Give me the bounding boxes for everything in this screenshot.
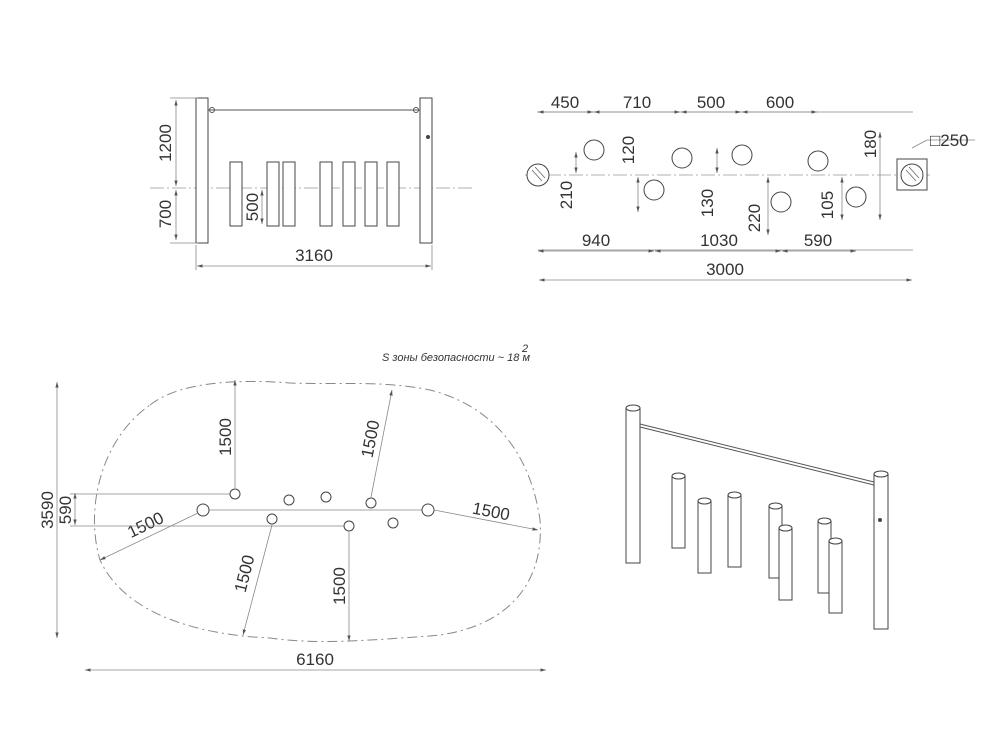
step-posts [229,161,400,227]
dim-bottom-1: 940 [582,231,610,250]
dim-top-2: 710 [623,93,651,112]
step-post-zone [320,491,332,503]
step-post-zone [283,494,295,506]
step-post-zone [365,497,377,509]
safety-zone-area: S зоны безопасности ~ 18 м [382,352,530,364]
step-post [364,161,378,227]
iso-rope [639,423,879,484]
step-post-plan [770,191,792,213]
front-view: 1200 700 500 3160 [150,97,475,270]
radius-4: 1500 [471,499,512,525]
dim-offset-120: 120 [619,136,638,164]
post-large-right [900,163,924,187]
dim-offset-180: 180 [861,130,880,158]
post-size-label: □250 [930,131,969,150]
dim-top-1: 450 [551,93,579,112]
plan-posts [526,139,928,213]
rope-anchor-right [413,107,419,113]
step-post [266,161,280,227]
dim-step-height: 500 [243,193,262,221]
dim-bottom-3: 590 [804,231,832,250]
radius-6: 1500 [330,567,349,605]
radius-5: 1500 [231,553,259,594]
step-post-zone [343,520,355,532]
radius-1: 1500 [216,418,235,456]
step-post [386,161,400,227]
zone-height: 3590 [38,491,57,529]
bolt-icon [426,135,430,139]
step-post [319,161,333,227]
step-post-zone [229,488,241,500]
dim-height-lower: 700 [156,200,175,228]
safety-zone-outline [94,380,541,642]
step-post-plan [643,179,665,201]
dim-offset-220: 220 [745,204,764,232]
step-post-plan [731,144,753,166]
bolt-icon [878,518,882,522]
step-post-plan [845,186,867,208]
isometric-view [625,404,889,630]
zone-posts [196,488,435,532]
dim-bottom-2: 1030 [700,231,738,250]
right-post [419,97,433,244]
step-post-plan [583,139,605,161]
dim-top-4: 600 [766,93,794,112]
post-large-left [526,163,550,187]
iso-step-posts [671,472,843,614]
step-post-zone [266,513,278,525]
zone-inner-height: 590 [56,496,75,524]
dim-total-width: 3160 [295,246,333,265]
rope-anchor-left [209,107,215,113]
dim-offset-130: 130 [698,189,717,217]
step-post [342,161,356,227]
iso-left-post [625,404,641,564]
step-post [229,161,243,227]
step-post-plan [671,147,693,169]
end-post [421,503,435,517]
step-post [282,161,296,227]
step-post-zone [387,517,399,529]
dim-offset-210: 210 [557,181,576,209]
dim-height-upper: 1200 [156,124,175,162]
iso-right-post [873,470,889,630]
dim-top-3: 500 [697,93,725,112]
zone-width: 6160 [296,650,334,669]
left-post [195,97,209,244]
plan-view: 450 710 500 600 210 120 130 220 105 [525,93,975,282]
iso-rope-lower [639,426,879,487]
step-post-plan [807,150,829,172]
dim-total: 3000 [706,260,744,279]
area-unit-superscript: 2 [521,343,528,355]
safety-zone-view: S зоны безопасности ~ 18 м 2 1500 1500 1… [38,343,546,672]
dim-offset-105: 105 [818,191,837,219]
radius-3: 1500 [124,508,166,542]
end-post [196,503,210,517]
